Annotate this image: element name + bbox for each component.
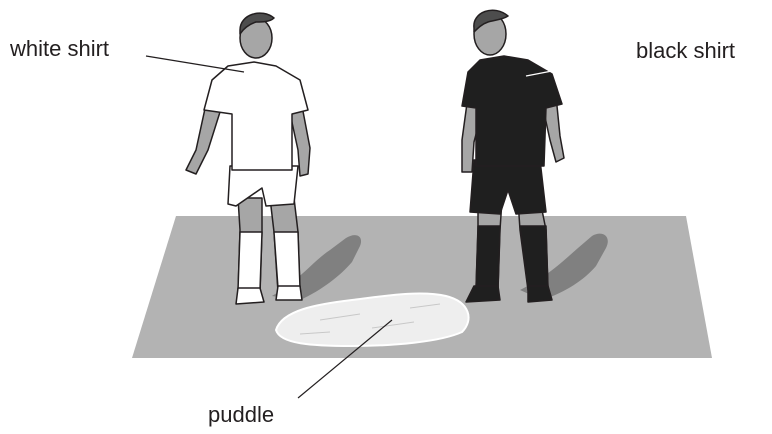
white-shorts <box>228 166 298 206</box>
black-right-shoe <box>528 286 552 302</box>
white-left-sock <box>238 232 262 290</box>
white-right-sock <box>274 232 300 288</box>
white-shirt-leader-line <box>146 56 244 72</box>
white-left-arm <box>186 104 220 174</box>
puddle-label: puddle <box>208 404 274 426</box>
white-right-shoe <box>276 286 302 300</box>
black-shorts <box>470 160 546 214</box>
white-left-shoe <box>236 288 264 304</box>
black-shirt-label: black shirt <box>636 40 735 62</box>
black-left-sock <box>476 226 500 288</box>
white-shirt <box>204 62 308 170</box>
black-shirt-leader-line <box>526 56 630 76</box>
white-shirt-label: white shirt <box>10 38 109 60</box>
